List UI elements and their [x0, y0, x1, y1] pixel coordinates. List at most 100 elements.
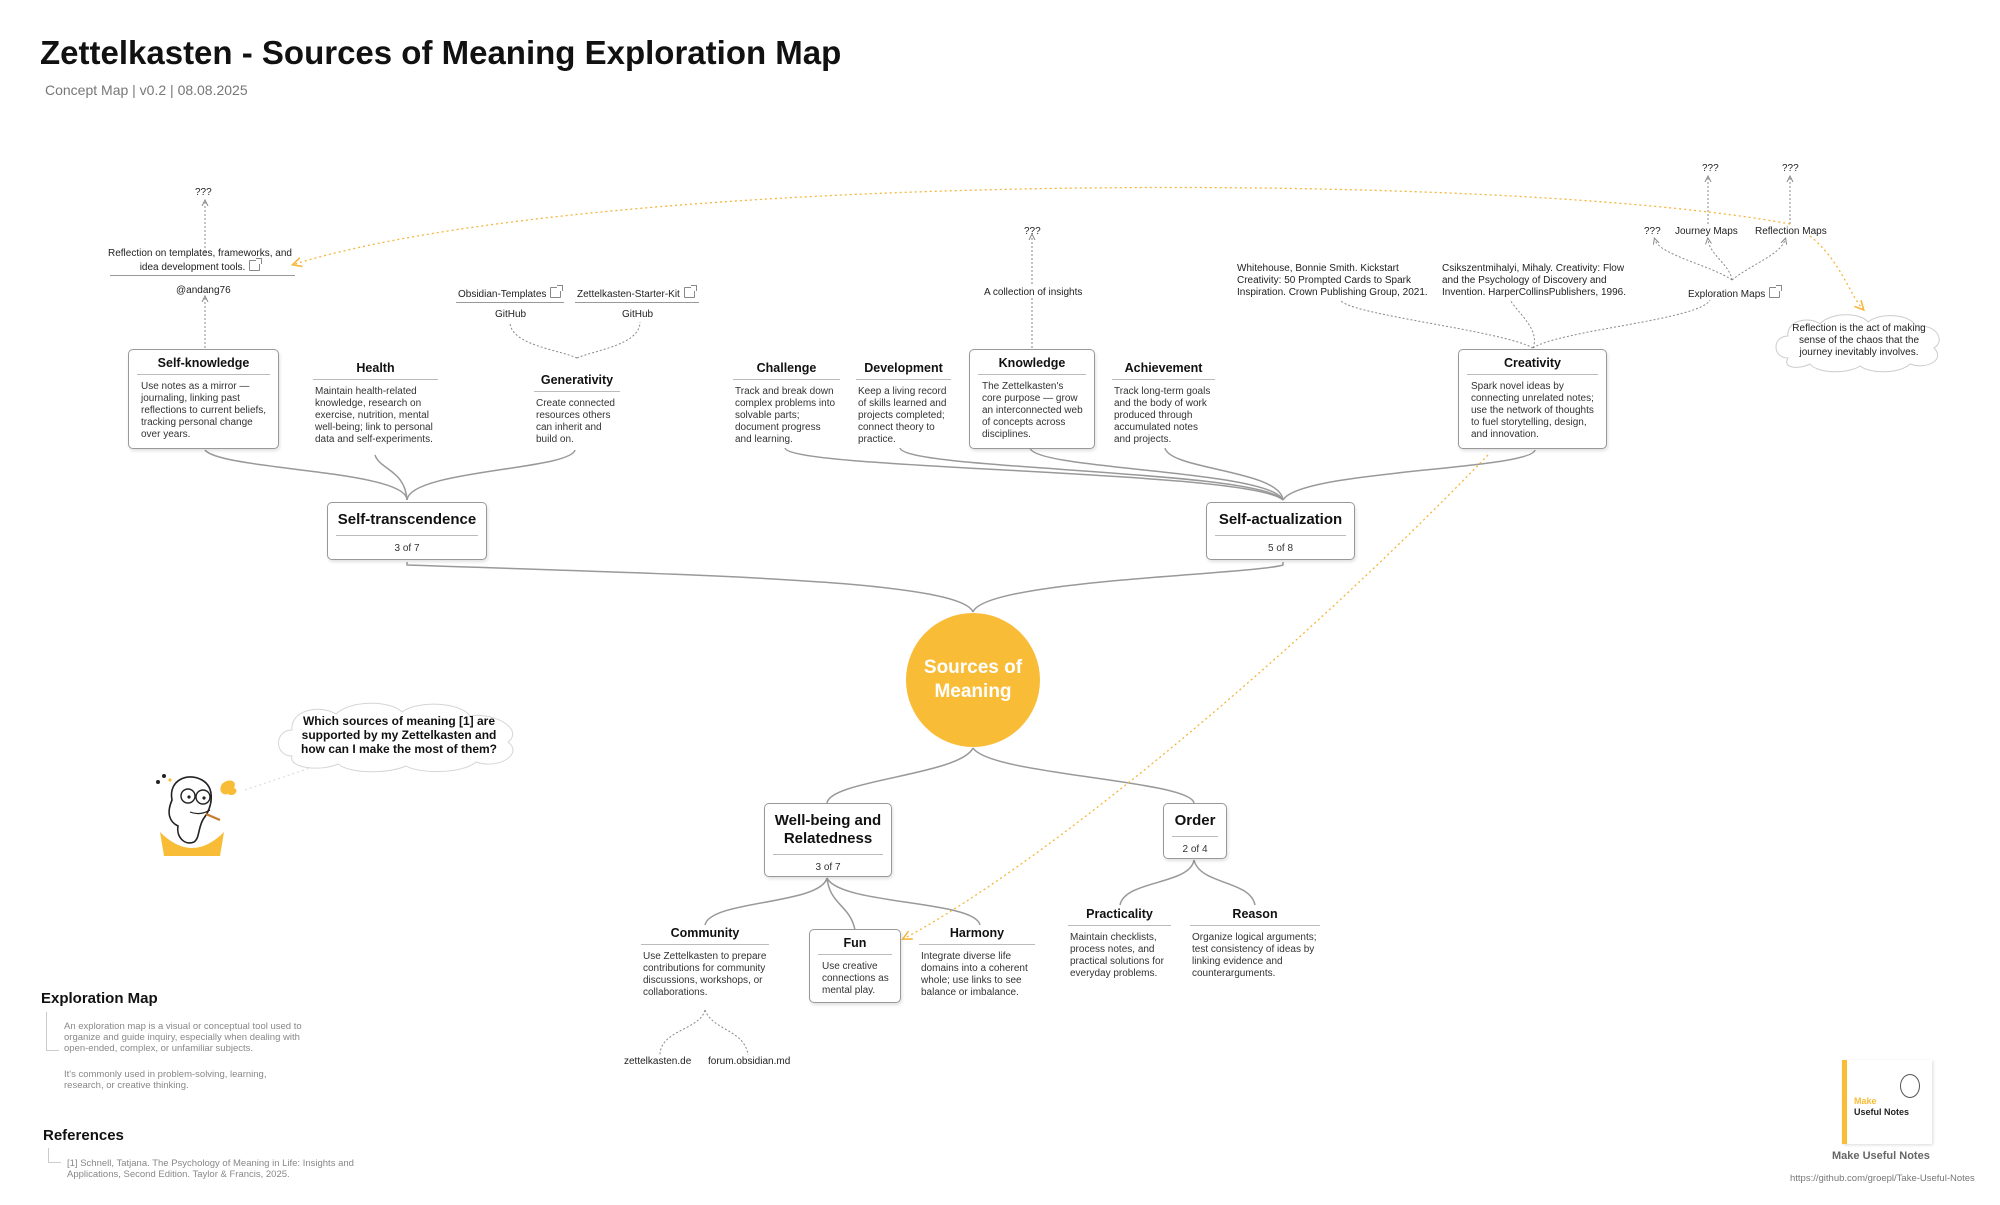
unknown-marker-knowledge: ???: [1024, 226, 1041, 237]
reflection-cloud: Reflection is the act of making sense of…: [1770, 308, 1948, 374]
node-label: Challenge: [756, 361, 817, 375]
divider: [641, 944, 769, 945]
node-description: Maintain health-related knowledge, resea…: [315, 386, 433, 445]
exploration-maps-link[interactable]: Exploration Maps: [1688, 285, 1783, 300]
journey-maps-label: Journey Maps: [1675, 226, 1738, 237]
node-label: Health: [356, 361, 395, 375]
book-title-line-2: Useful Notes: [1854, 1107, 1910, 1117]
repository-url[interactable]: https://github.com/groepl/Take-Useful-No…: [1790, 1173, 1975, 1184]
divider: [1172, 836, 1218, 837]
link-text: Zettelkasten-Starter-Kit: [577, 289, 680, 300]
cloud-shape: [278, 702, 514, 773]
unknown-marker-journey: ???: [1702, 163, 1719, 174]
node-practicality[interactable]: Practicality Maintain checklists, proces…: [1068, 907, 1171, 980]
hub-label: Self-transcendence: [337, 511, 477, 528]
node-description: Use creative connections as mental play.: [822, 961, 889, 996]
divider: [110, 275, 295, 276]
book-cover-thumbnail[interactable]: Make Useful Notes: [1842, 1060, 1932, 1144]
divider: [1068, 925, 1171, 926]
node-label: Practicality: [1086, 907, 1153, 921]
divider: [336, 535, 478, 536]
node-label: Self-knowledge: [157, 356, 250, 370]
exploration-map-heading: Exploration Map: [41, 990, 158, 1007]
hub-self-transcendence[interactable]: Self-transcendence 3 of 7: [327, 502, 487, 560]
author-handle: @andang76: [176, 285, 231, 296]
book-spine: [1842, 1060, 1847, 1144]
obsidian-templates-link[interactable]: Obsidian-Templates: [458, 285, 564, 300]
bracket-decoration: [46, 1012, 59, 1051]
hub-count: 3 of 7: [394, 543, 420, 554]
node-reason[interactable]: Reason Organize logical arguments; test …: [1190, 907, 1320, 980]
node-label: Achievement: [1124, 361, 1203, 375]
node-label: Community: [670, 926, 740, 940]
divider: [456, 302, 564, 303]
node-description: Maintain checklists, process notes, and …: [1070, 932, 1164, 979]
zettelkasten-de-link[interactable]: zettelkasten.de: [624, 1056, 692, 1067]
hub-count: 5 of 8: [1267, 543, 1294, 554]
node-community[interactable]: Community Use Zettelkasten to prepare co…: [641, 926, 769, 999]
node-description: Keep a living record of skills learned a…: [858, 386, 947, 445]
node-description: Use notes as a mirror — journaling, link…: [141, 381, 267, 440]
collection-of-insights: A collection of insights: [984, 287, 1083, 298]
starter-kit-link[interactable]: Zettelkasten-Starter-Kit: [577, 285, 697, 300]
forum-obsidian-link[interactable]: forum.obsidian.md: [708, 1056, 791, 1067]
node-label: Reason: [1232, 907, 1278, 921]
divider: [534, 391, 620, 392]
external-link-icon: [550, 285, 564, 298]
node-self-knowledge[interactable]: Self-knowledge Use notes as a mirror — j…: [128, 349, 279, 449]
divider: [773, 854, 883, 855]
hub-self-actualization[interactable]: Self-actualization 5 of 8: [1206, 502, 1355, 560]
node-description: Track and break down complex problems in…: [735, 386, 836, 445]
github-label-1: GitHub: [495, 309, 527, 320]
node-generativity[interactable]: Generativity Create connected resources …: [534, 373, 620, 446]
hub-order[interactable]: Order 2 of 4: [1163, 803, 1227, 859]
unknown-marker-exploration: ???: [1644, 226, 1661, 237]
node-label: Knowledge: [998, 356, 1066, 370]
brand-name: Make Useful Notes: [1832, 1150, 1930, 1162]
node-fun[interactable]: Fun Use creative connections as mental p…: [809, 929, 901, 1003]
hub-count: 3 of 7: [815, 862, 841, 873]
node-achievement[interactable]: Achievement Track long-term goals and th…: [1112, 361, 1215, 446]
divider: [978, 374, 1086, 375]
node-description: Use Zettelkasten to prepare contribution…: [643, 951, 767, 998]
external-link-icon: [683, 285, 697, 298]
page-title: Zettelkasten - Sources of Meaning Explor…: [40, 34, 842, 71]
question-cloud: Which sources of meaning [1] are support…: [270, 696, 528, 774]
divider: [919, 944, 1035, 945]
link-text: Reflection on templates, frameworks, and…: [108, 248, 292, 273]
reflection-cloud-text: Reflection is the act of making sense of…: [1792, 323, 1926, 358]
hub-label: Order: [1174, 812, 1216, 829]
divider: [818, 954, 892, 955]
node-label: Fun: [843, 936, 867, 950]
question-cloud-text: Which sources of meaning [1] are support…: [300, 714, 498, 756]
github-label-2: GitHub: [622, 309, 654, 320]
reflection-templates-link[interactable]: Reflection on templates, frameworks, and…: [105, 248, 295, 274]
node-description: The Zettelkasten's core purpose — grow a…: [982, 381, 1083, 440]
node-harmony[interactable]: Harmony Integrate diverse life domains i…: [919, 926, 1035, 999]
node-development[interactable]: Development Keep a living record of skil…: [856, 361, 951, 446]
divider: [856, 379, 951, 380]
node-label: Development: [864, 361, 943, 375]
reference-csikszentmihalyi: Csikszentmihalyi, Mihaly. Creativity: Fl…: [1442, 263, 1626, 298]
center-node-sources-of-meaning[interactable]: Sources of Meaning: [906, 613, 1040, 747]
node-description: Organize logical arguments; test consist…: [1192, 932, 1317, 979]
node-creativity[interactable]: Creativity Spark novel ideas by connecti…: [1458, 349, 1607, 449]
hub-count: 2 of 4: [1182, 844, 1208, 855]
node-description: Track long-term goals and the body of wo…: [1114, 386, 1211, 445]
divider: [733, 379, 840, 380]
node-knowledge[interactable]: Knowledge The Zettelkasten's core purpos…: [969, 349, 1095, 449]
bracket-decoration: [48, 1148, 61, 1163]
node-label: Generativity: [540, 373, 614, 387]
node-label: Creativity: [1504, 356, 1561, 370]
hub-well-being-and-relatedness[interactable]: Well-being and Relatedness 3 of 7: [764, 803, 892, 877]
unknown-marker-reflection: ???: [1782, 163, 1799, 174]
node-health[interactable]: Health Maintain health-related knowledge…: [313, 361, 438, 446]
book-mascot-icon: [1900, 1074, 1920, 1098]
node-challenge[interactable]: Challenge Track and break down complex p…: [733, 361, 840, 446]
divider: [1467, 374, 1598, 375]
unknown-marker-left: ???: [195, 187, 212, 198]
link-text: Obsidian-Templates: [458, 289, 547, 300]
page-subtitle: Concept Map | v0.2 | 08.08.2025: [45, 82, 248, 98]
node-description: Integrate diverse life domains into a co…: [921, 951, 1028, 998]
